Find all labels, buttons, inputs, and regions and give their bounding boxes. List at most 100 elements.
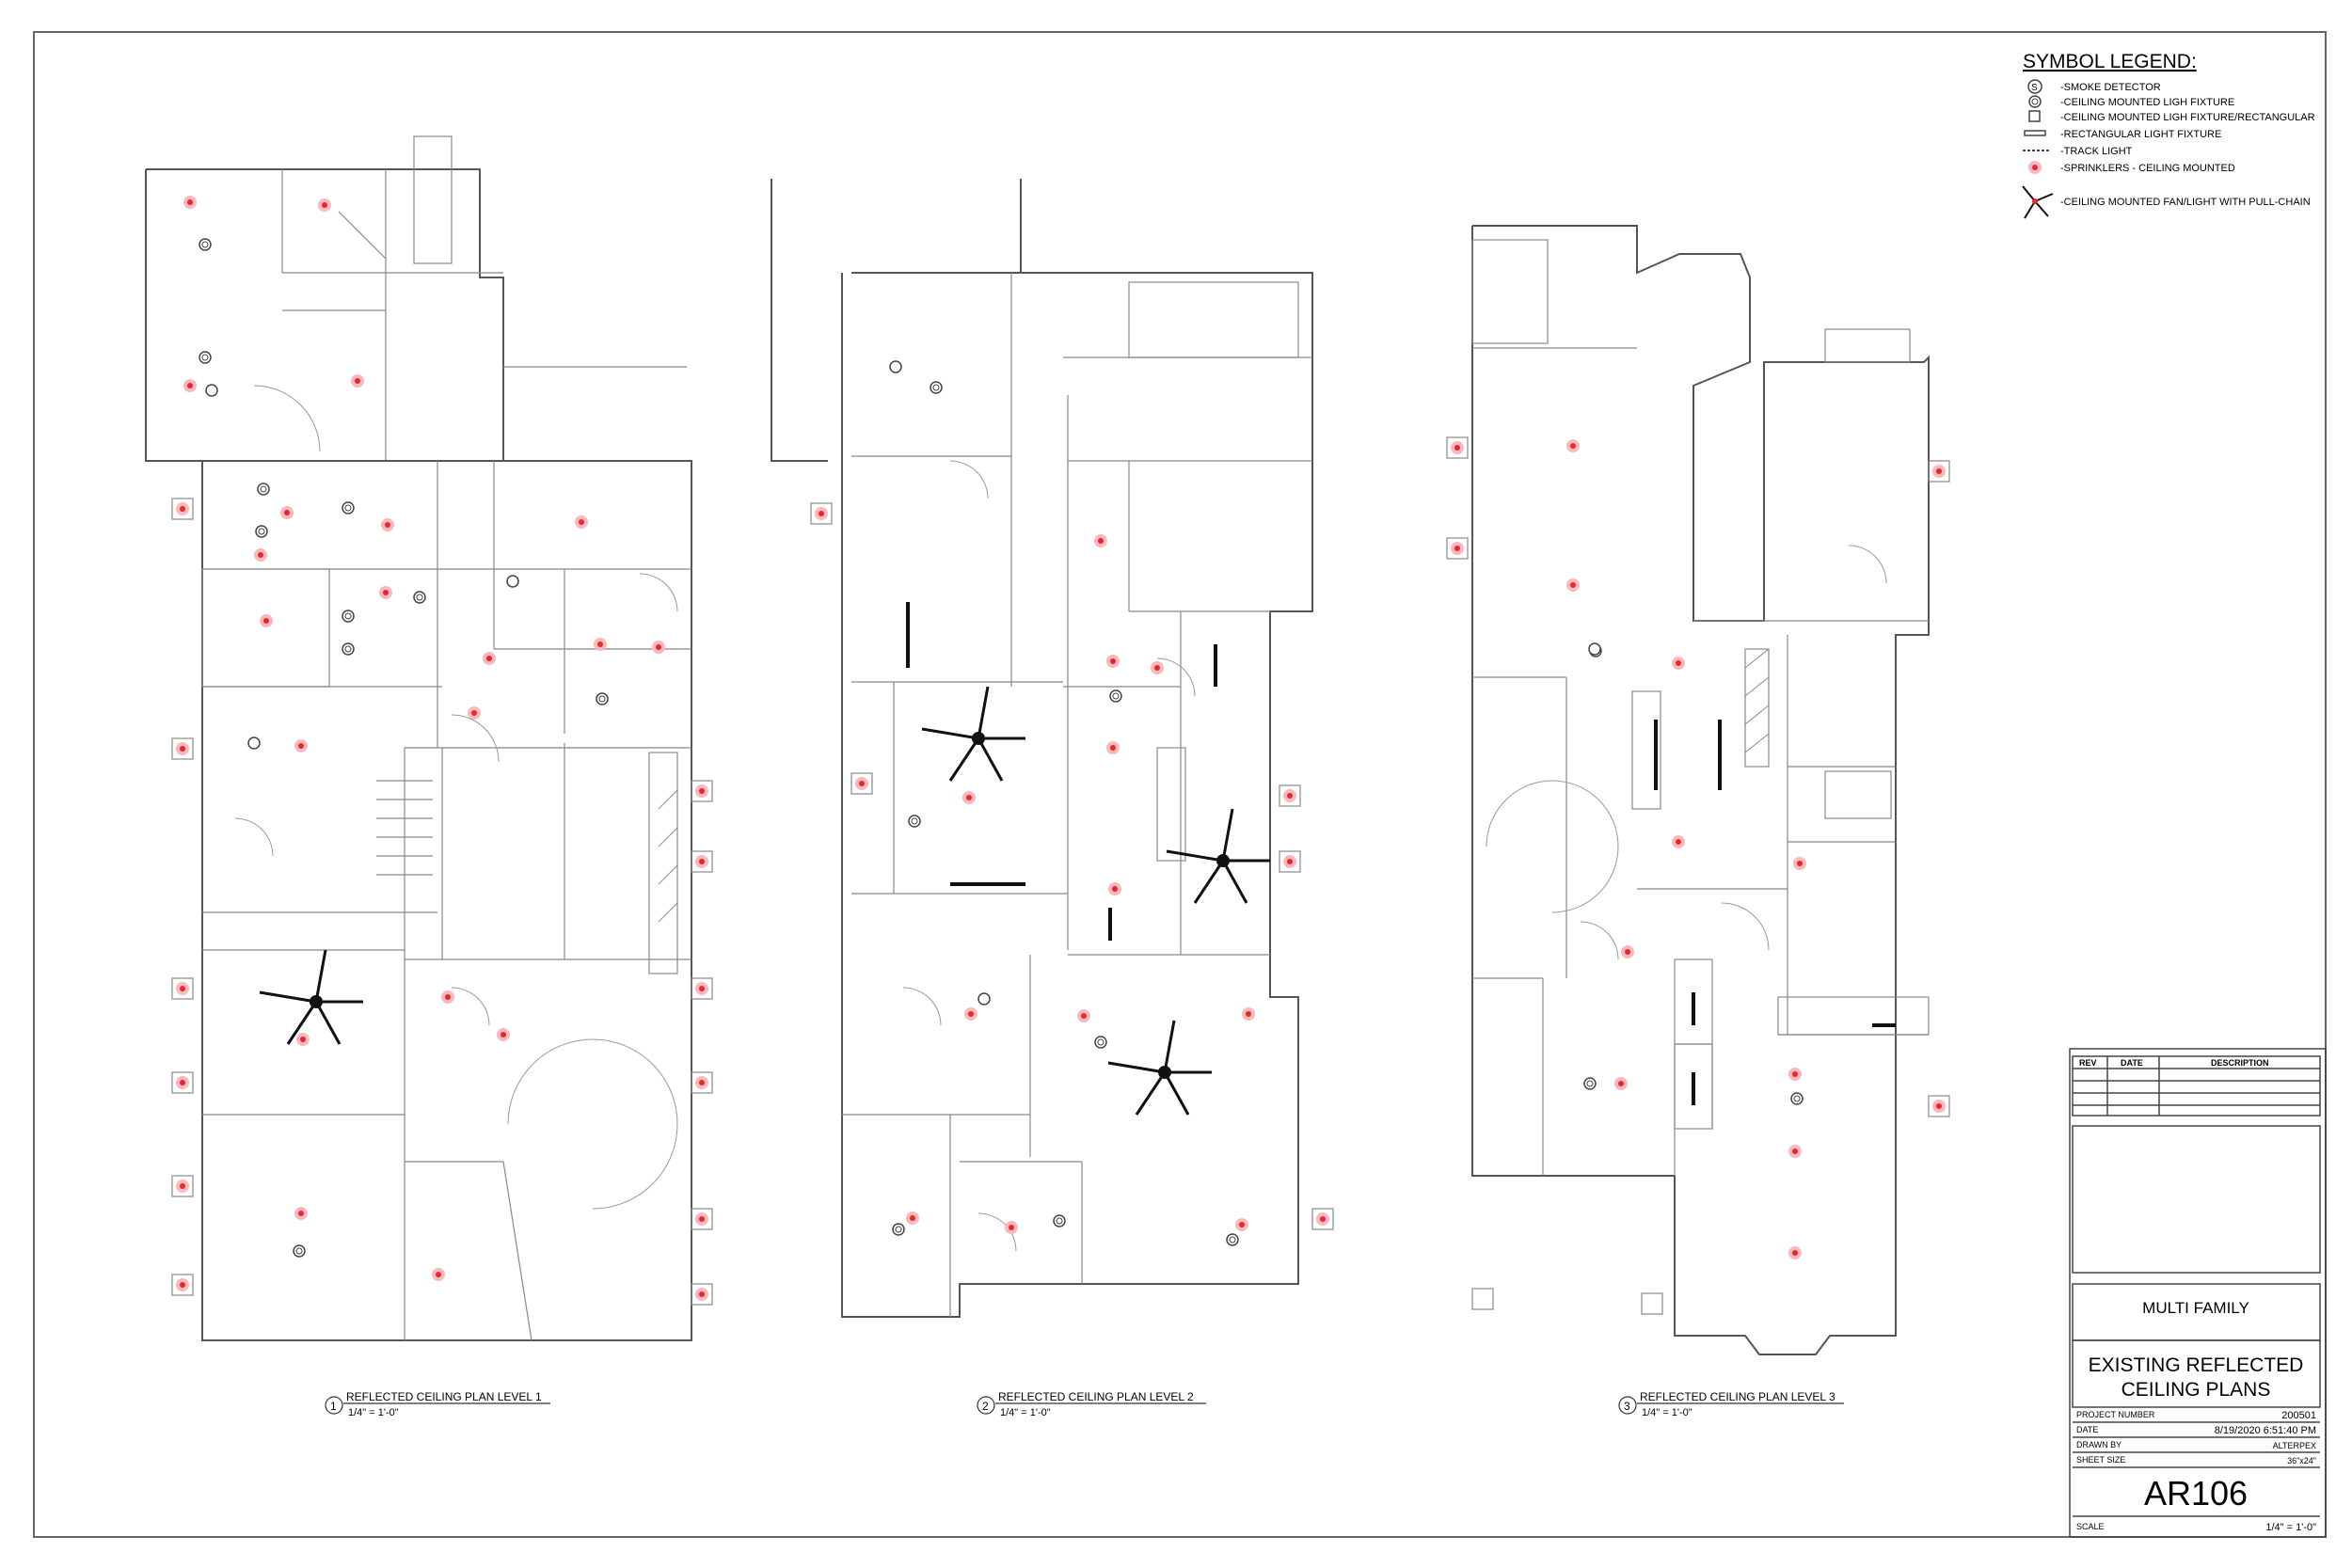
sprinkler-icon	[815, 507, 828, 520]
round-fixture-symbols	[199, 238, 1804, 1258]
ceiling-fan-icon	[2022, 185, 2054, 219]
sprinkler-icon	[1788, 1068, 1802, 1081]
track-light-symbols	[906, 602, 1896, 1105]
drawn-by-label: DRAWN BY	[2076, 1440, 2122, 1449]
sprinkler-icon	[294, 1207, 308, 1220]
sprinkler-icon	[280, 506, 294, 519]
sprinkler-icon	[695, 1076, 708, 1089]
rev-header: REV	[2079, 1058, 2097, 1068]
ceiling-fan-icon	[1166, 808, 1270, 904]
sprinkler-icon	[594, 638, 607, 651]
ceiling-fixture-round-icon	[1109, 689, 1122, 703]
rect-light-icon	[2024, 130, 2046, 136]
sprinkler-icon	[652, 641, 665, 654]
ceiling-fixture-round-icon	[1583, 1077, 1597, 1090]
smoke-detector-icon	[247, 736, 261, 750]
sprinkler-icon	[1614, 1077, 1628, 1090]
sprinkler-icon	[176, 1180, 189, 1193]
sprinkler-icon	[1077, 1009, 1090, 1022]
plan-number: 2	[982, 1400, 989, 1413]
plan-number-bubble	[325, 1396, 343, 1415]
symbol-legend: SYMBOL LEGEND: S -SMOKE DETECTOR -CEILIN…	[2022, 51, 2315, 219]
sheet-size-value: 36"x24"	[2287, 1456, 2316, 1465]
plan-scale: 1/4" = 1'-0"	[1000, 1407, 1051, 1418]
sprinkler-icon	[1566, 439, 1580, 452]
ceiling-fixture-round-icon	[1053, 1214, 1066, 1227]
legend-item-smoke-detector: S -SMOKE DETECTOR	[2027, 79, 2161, 94]
date-value: 8/19/2020 6:51:40 PM	[2215, 1425, 2316, 1436]
sprinkler-icon	[432, 1268, 445, 1281]
sprinkler-icon	[260, 614, 273, 627]
ceiling-fixture-round-icon	[255, 525, 268, 538]
legend-label: -SMOKE DETECTOR	[2060, 82, 2161, 93]
smoke-detector-icon	[1588, 642, 1601, 656]
sprinkler-icon	[1108, 882, 1121, 895]
sheet-number: AR106	[2144, 1474, 2248, 1513]
smoke-detector-symbols	[205, 360, 1601, 1006]
sprinkler-icon	[379, 586, 392, 599]
ceiling-fixture-round-icon	[342, 642, 355, 656]
ceiling-fixture-round-icon	[199, 351, 212, 364]
ceiling-fixture-round-icon	[413, 591, 426, 604]
legend-label: -SPRINKLERS - CEILING MOUNTED	[2060, 163, 2235, 174]
sprinkler-icon	[855, 777, 868, 790]
smoke-detector-icon	[2027, 79, 2042, 94]
ceiling-fan-icon	[1107, 1020, 1212, 1116]
plan-title-1: 1 REFLECTED CEILING PLAN LEVEL 1 1/4" = …	[325, 1390, 550, 1418]
sprinkler-icon	[964, 1007, 977, 1021]
project-name: MULTI FAMILY	[2142, 1299, 2249, 1317]
sprinkler-icon	[176, 982, 189, 995]
sprinkler-icon	[1621, 945, 1634, 958]
sprinkler-icon	[468, 706, 481, 720]
plan-title-text: REFLECTED CEILING PLAN LEVEL 1	[346, 1390, 542, 1403]
plan-level-2	[771, 179, 1334, 1318]
plan-title-2: 2 REFLECTED CEILING PLAN LEVEL 2 1/4" = …	[977, 1390, 1206, 1418]
sprinkler-icon	[1242, 1007, 1255, 1021]
smoke-detector-icon-glyph: S	[2031, 83, 2038, 93]
legend-label: -TRACK LIGHT	[2060, 146, 2133, 157]
sprinkler-icon	[254, 548, 267, 562]
sprinkler-icon	[1932, 1100, 1946, 1113]
legend-label: -CEILING MOUNTED LIGH FIXTURE	[2060, 97, 2234, 108]
sprinkler-icon	[1151, 661, 1164, 674]
sheet-title-line1: EXISTING REFLECTED	[2089, 1354, 2304, 1376]
sprinkler-icon	[962, 791, 976, 804]
ceiling-fixture-round-icon	[257, 483, 270, 496]
sprinkler-icon	[183, 379, 197, 392]
plan-number-bubble	[1618, 1396, 1637, 1415]
drawn-by-value: ALTERPEX	[2273, 1441, 2316, 1450]
legend-label: -RECTANGULAR LIGHT FIXTURE	[2060, 129, 2221, 140]
sprinkler-icon	[296, 1033, 310, 1046]
smoke-detector-icon	[506, 575, 519, 588]
sprinkler-icon	[695, 784, 708, 798]
sprinkler-icon	[695, 855, 708, 868]
plan-number: 1	[330, 1400, 337, 1413]
sprinkler-icon	[176, 502, 189, 515]
legend-item-ceiling-fixture-rect: -CEILING MOUNTED LIGH FIXTURE/RECTANGULA…	[2028, 110, 2315, 123]
legend-item-sprinkler: -SPRINKLERS - CEILING MOUNTED	[2028, 161, 2235, 174]
sprinkler-icon	[1235, 1218, 1248, 1231]
sprinkler-icon	[1566, 578, 1580, 592]
legend-label: -CEILING MOUNTED LIGH FIXTURE/RECTANGULA…	[2060, 112, 2315, 123]
scale-label: SCALE	[2076, 1522, 2105, 1531]
ceiling-fixture-round-icon	[293, 1244, 306, 1258]
rect-fixture-icon	[2028, 110, 2041, 122]
sprinkler-icon	[176, 1076, 189, 1089]
plan-number-bubble	[977, 1396, 995, 1415]
plan-title-3: 3 REFLECTED CEILING PLAN LEVEL 3 1/4" = …	[1618, 1390, 1844, 1418]
sprinkler-icon	[294, 739, 308, 752]
ceiling-fixture-round-icon	[892, 1223, 905, 1236]
sprinkler-icon	[1793, 857, 1806, 870]
sprinkler-icon	[1316, 1212, 1329, 1226]
legend-title: SYMBOL LEGEND:	[2023, 51, 2197, 72]
legend-item-rect-light: -RECTANGULAR LIGHT FIXTURE	[2024, 129, 2221, 140]
sprinkler-icon	[1106, 655, 1120, 668]
plan-level-3	[1446, 225, 1950, 1355]
scale-value: 1/4" = 1'-0"	[2265, 1522, 2316, 1533]
ceiling-fixture-round-icon	[1226, 1233, 1239, 1246]
rev-date-header: DATE	[2121, 1058, 2143, 1068]
ceiling-fixture-round-icon	[199, 238, 212, 251]
sprinkler-icon	[1283, 855, 1296, 868]
sprinkler-icon	[483, 652, 496, 665]
